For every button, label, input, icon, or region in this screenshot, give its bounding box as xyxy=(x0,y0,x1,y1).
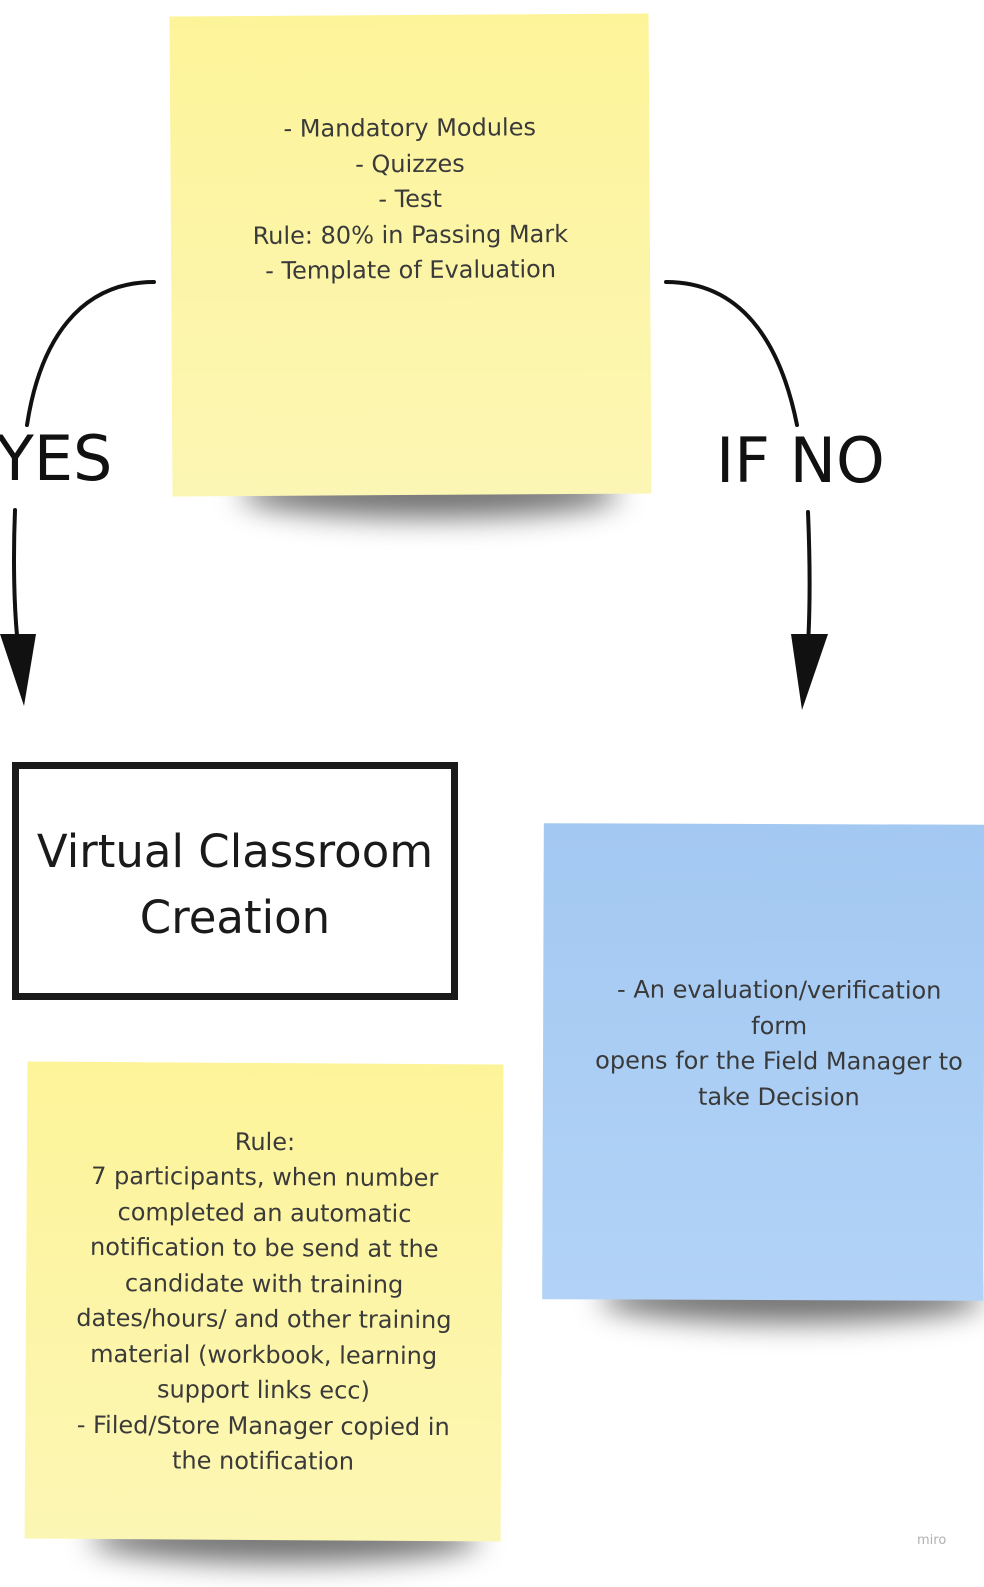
virtual-classroom-creation-box[interactable]: Virtual Classroom Creation xyxy=(12,762,458,1000)
virtual-classroom-label: Virtual Classroom Creation xyxy=(36,825,434,944)
yes-arrowhead xyxy=(0,634,36,706)
right-sticky-note[interactable]: - An evaluation/verification form opens … xyxy=(542,823,984,1301)
no-connector-lower xyxy=(806,510,812,647)
yes-label: YES xyxy=(0,428,113,490)
yes-connector-lower xyxy=(12,508,20,647)
bottom-note-text: Rule: 7 participants, when number comple… xyxy=(76,1127,452,1476)
top-note-text: - Mandatory Modules - Quizzes - Test Rul… xyxy=(252,113,569,286)
right-note-text: - An evaluation/verification form opens … xyxy=(595,975,963,1111)
bottom-sticky-note[interactable]: Rule: 7 participants, when number comple… xyxy=(24,1061,504,1542)
miro-watermark: miro xyxy=(917,1533,947,1548)
yes-connector-upper xyxy=(25,280,156,427)
no-arrowhead xyxy=(791,634,828,710)
no-connector-upper xyxy=(664,280,799,427)
if-no-label: IF NO xyxy=(716,424,885,497)
top-sticky-note[interactable]: - Mandatory Modules - Quizzes - Test Rul… xyxy=(169,13,652,497)
